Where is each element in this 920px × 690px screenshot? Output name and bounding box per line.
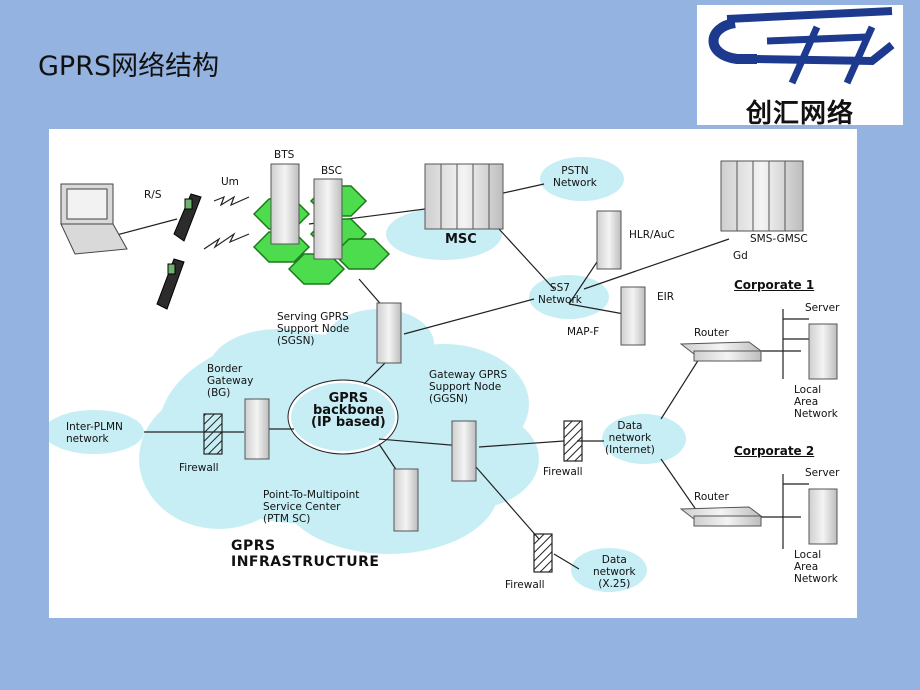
ptm-sc-label: Point-To-Multipoint Service Center (PTM … [263, 489, 360, 525]
um-label: Um [221, 176, 239, 188]
gd-label: Gd [733, 250, 748, 262]
sgsn-label: Serving GPRS Support Node (SGSN) [277, 311, 350, 347]
firewall-3-label: Firewall [505, 579, 545, 591]
hlr-label: HLR/AuC [629, 229, 675, 241]
data-network-internet-label: Data network (Internet) [605, 420, 655, 456]
logo-text: 创汇网络 [745, 99, 854, 129]
smsgmsc-label: SMS-GMSC [750, 233, 808, 245]
logo-swoosh-icon [708, 7, 895, 85]
bsc-tower [313, 178, 343, 260]
bsc-label: BSC [321, 165, 343, 177]
mobile-phone-icons [156, 193, 202, 310]
servers [808, 323, 838, 545]
laptop-icon [60, 183, 128, 255]
node-towers [244, 210, 646, 532]
gprs-infrastructure-label: GPRS INFRASTRUCTURE [231, 538, 380, 570]
firewall-1-label: Firewall [179, 462, 219, 474]
router-1-label: Router [694, 327, 729, 339]
gprs-diagram: BTS BSC Um R/S PSTN Network MSC HLR/AuC … [49, 129, 857, 618]
firewall-2-label: Firewall [543, 466, 583, 478]
data-network-x25-label: Data network (X.25) [593, 554, 636, 590]
lan-1-label: Local Area Network [794, 384, 838, 420]
lan-2-label: Local Area Network [794, 549, 838, 585]
inter-plmn-label: Inter-PLMN network [66, 421, 123, 445]
eir-label: EIR [657, 291, 675, 303]
router-2-label: Router [694, 491, 729, 503]
routers [679, 341, 763, 527]
msc-cabinet [424, 163, 504, 230]
corporate-1-label: Corporate 1 [734, 278, 815, 292]
backbone-label: GPRS backbone (IP based) [311, 391, 386, 430]
mapf-label: MAP-F [567, 326, 600, 338]
company-logo: 创汇网络 [697, 5, 903, 129]
ss7-label: SS7 Network [538, 282, 582, 306]
rs-label: R/S [144, 189, 162, 201]
firewalls [203, 413, 583, 573]
diagram-graphics [49, 157, 838, 592]
bts-tower [270, 163, 300, 245]
msc-label: MSC [445, 232, 477, 247]
bts-label: BTS [274, 149, 295, 161]
server-2-label: Server [805, 467, 840, 479]
ggsn-label: Gateway GPRS Support Node (GGSN) [429, 369, 508, 405]
smsgmsc-cabinet [720, 160, 804, 232]
radio-links [203, 195, 250, 250]
border-gateway-label: Border Gateway (BG) [207, 363, 254, 399]
corporate-2-label: Corporate 2 [734, 444, 815, 458]
links [108, 183, 809, 570]
server-1-label: Server [805, 302, 840, 314]
slide-title: GPRS网络结构 [38, 51, 220, 82]
pstn-label: PSTN Network [553, 165, 597, 189]
